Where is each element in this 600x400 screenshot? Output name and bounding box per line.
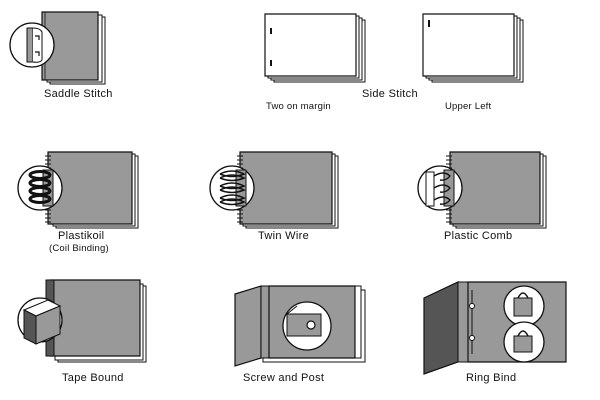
tape-bound-illustration: Tape Bound: [0, 276, 170, 386]
plastikoil-label: Plastikoil: [58, 230, 105, 242]
screw-and-post-illustration: Screw and Post: [215, 276, 385, 386]
screw-and-post-binder-icon: [234, 285, 366, 367]
twin-wire-label: Twin Wire: [258, 230, 309, 242]
twin-wire-booklet-icon: [209, 151, 339, 229]
tape-bound-label: Tape Bound: [62, 372, 124, 384]
upper-left-label: Upper Left: [445, 101, 492, 112]
upper-left-booklet-icon: [422, 13, 524, 83]
side-stitch-label: Side Stitch: [362, 88, 418, 100]
coil-binding-booklet-icon: [17, 151, 139, 229]
coil-binding-label: (Coil Binding): [49, 243, 109, 254]
ring-bind-illustration: Ring Bind: [410, 276, 590, 386]
ring-bind-label: Ring Bind: [466, 372, 517, 384]
tape-bound-booklet-icon: [17, 279, 147, 363]
saddle-stitch-illustration: Saddle Stitch: [0, 0, 150, 110]
twin-wire-illustration: Twin Wire: [200, 148, 360, 253]
side-stitch-booklets-icon: [264, 13, 524, 83]
plastikoil-illustration: Plastikoil (Coil Binding): [0, 148, 160, 254]
two-on-margin-booklet-icon: [264, 13, 366, 83]
ring-binder-icon: [423, 281, 567, 375]
two-on-margin-label: Two on margin: [266, 101, 331, 112]
screw-and-post-label: Screw and Post: [243, 372, 325, 384]
side-stitch-illustration: Side Stitch Two on margin Upper Left: [240, 0, 540, 115]
plastic-comb-label: Plastic Comb: [444, 230, 513, 242]
saddle-stitch-booklet-icon: [9, 11, 106, 85]
plastic-comb-booklet-icon: [417, 151, 547, 229]
plastic-comb-illustration: Plastic Comb: [400, 148, 560, 253]
saddle-stitch-label: Saddle Stitch: [44, 88, 113, 100]
